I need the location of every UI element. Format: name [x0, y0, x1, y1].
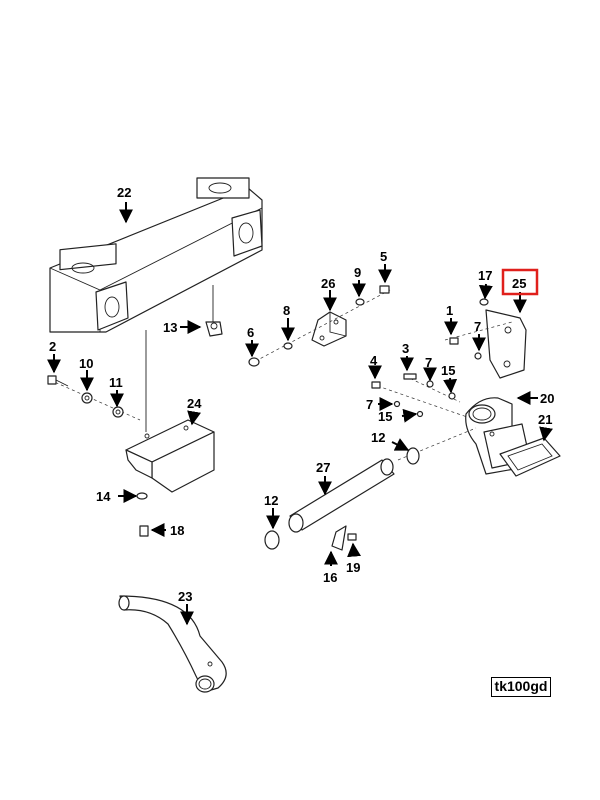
- pipe-23: [118, 595, 227, 693]
- label-26: 26: [321, 276, 335, 291]
- label-9: 9: [354, 265, 361, 280]
- label-12-upper: 12: [371, 430, 385, 445]
- bracket-26: [311, 311, 347, 347]
- label-15-lower: 15: [378, 409, 392, 424]
- label-10: 10: [79, 356, 93, 371]
- label-8: 8: [283, 303, 290, 318]
- label-1: 1: [446, 303, 453, 318]
- label-21: 21: [538, 412, 552, 427]
- label-4: 4: [370, 353, 378, 368]
- label-15-upper: 15: [441, 363, 455, 378]
- clamp-12-upper: [406, 447, 420, 465]
- upper-fasteners: [248, 285, 391, 367]
- label-7-upper: 7: [474, 319, 481, 334]
- label-11: 11: [109, 375, 123, 390]
- label-12-lower: 12: [264, 493, 278, 508]
- label-2: 2: [49, 339, 56, 354]
- label-25: 25: [512, 276, 526, 291]
- left-fasteners: [47, 375, 149, 537]
- label-19: 19: [346, 560, 360, 575]
- center-fasteners: [371, 321, 513, 419]
- label-13: 13: [163, 320, 177, 335]
- label-3: 3: [402, 341, 409, 356]
- label-arrows: [47, 202, 553, 626]
- label-14: 14: [96, 489, 111, 504]
- clip-16-19: [331, 525, 357, 551]
- gasket-21: [499, 437, 561, 477]
- label-22: 22: [117, 185, 131, 200]
- fitting-13: [205, 285, 223, 337]
- bracket-25: [479, 298, 527, 379]
- callout-labels: 22 13 2 10 11 24 14 18 6 8 26 9 5 17 25 …: [49, 185, 554, 604]
- label-5: 5: [380, 249, 387, 264]
- bracket-box-24: [125, 419, 215, 493]
- label-17: 17: [478, 268, 492, 283]
- clamp-12-lower: [264, 530, 280, 550]
- reference-code: tk100gd: [491, 677, 551, 697]
- label-20: 20: [540, 391, 554, 406]
- label-18: 18: [170, 523, 184, 538]
- label-27: 27: [316, 460, 330, 475]
- highlight-box-25: [501, 268, 539, 296]
- label-24: 24: [187, 396, 202, 411]
- cooler-tank: [49, 177, 263, 333]
- label-7-middle: 7: [425, 355, 432, 370]
- label-23: 23: [178, 589, 192, 604]
- label-6: 6: [247, 325, 254, 340]
- label-16: 16: [323, 570, 337, 585]
- tube-27: [288, 458, 395, 533]
- label-7-lower: 7: [366, 397, 373, 412]
